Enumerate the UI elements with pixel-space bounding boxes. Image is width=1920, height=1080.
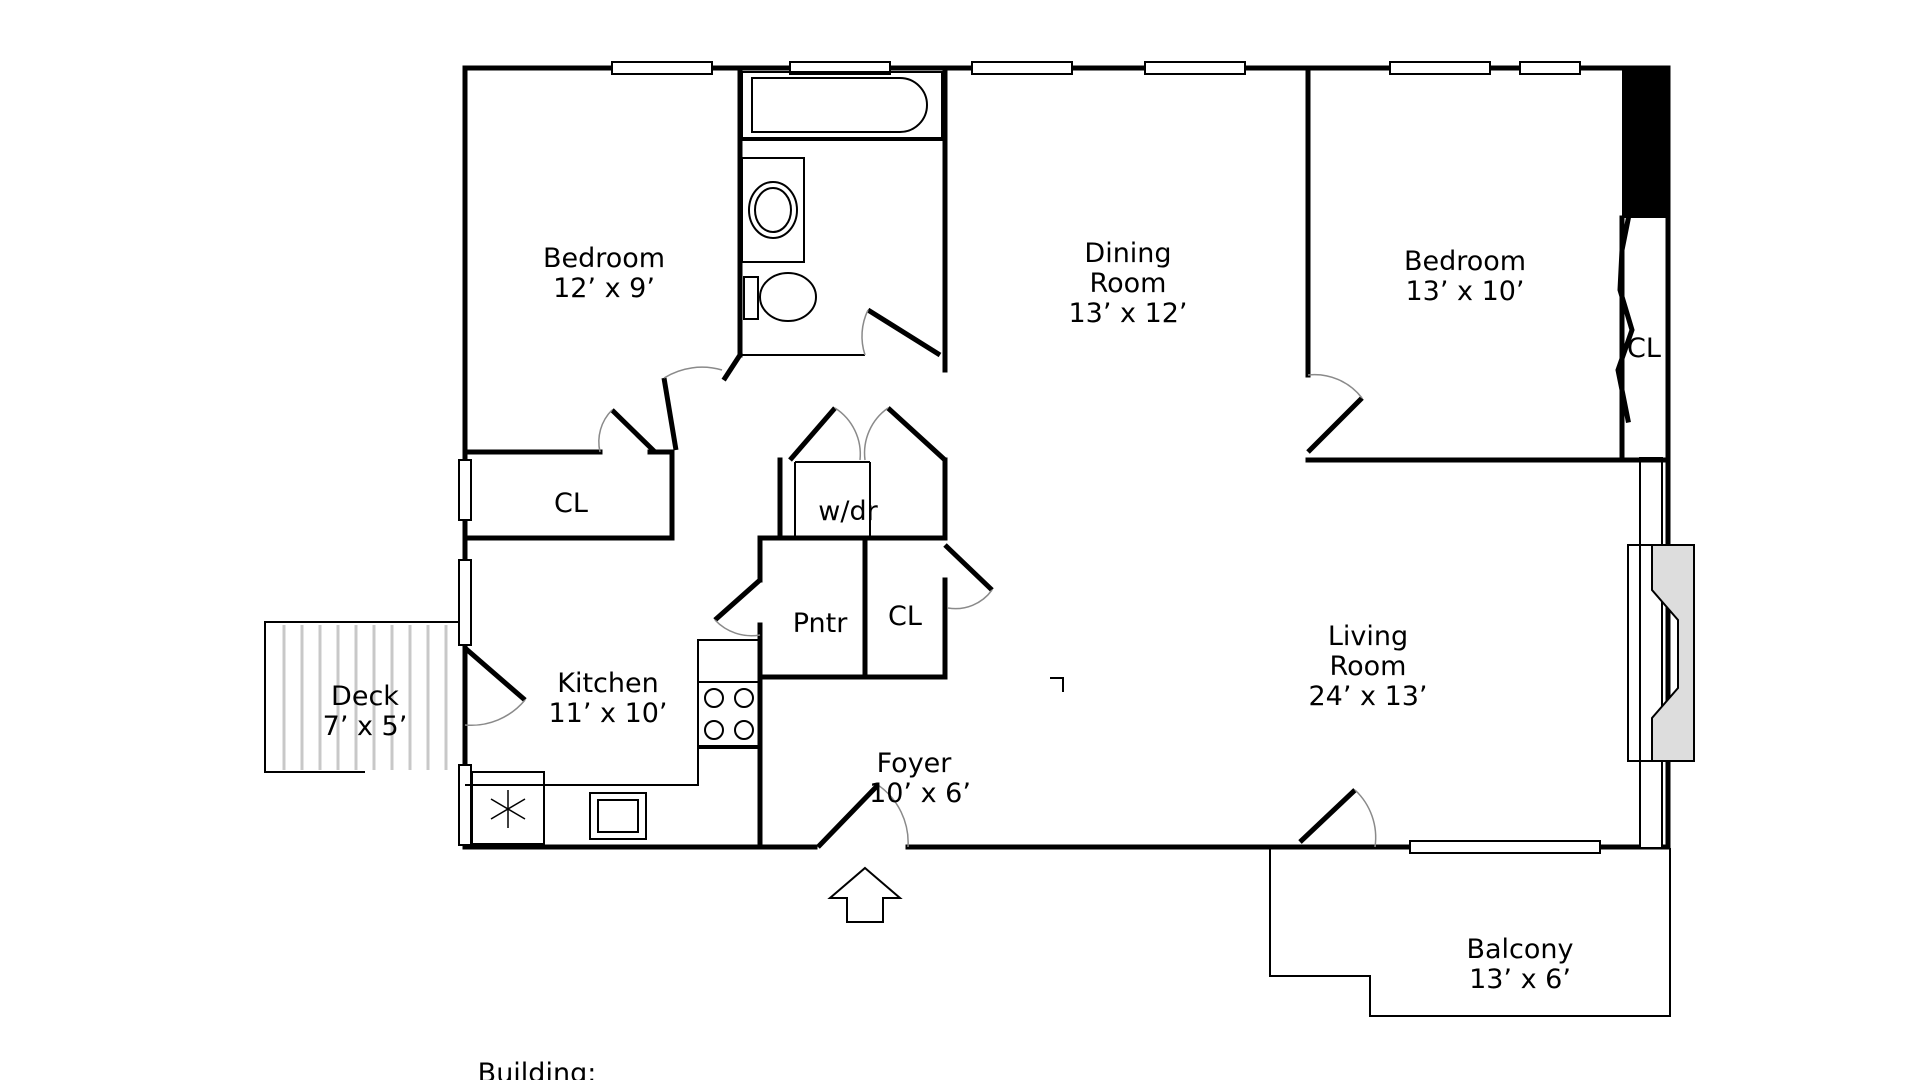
arrow-up-icon[interactable]	[827, 866, 903, 923]
balcony-name: Balcony	[1466, 934, 1573, 965]
closet-mid-label: CL	[888, 601, 922, 632]
pantry-label: Pntr	[793, 608, 849, 639]
closet-left-label: CL	[554, 488, 588, 519]
dining-name-line1: Dining	[1084, 238, 1171, 269]
foyer-name: Foyer	[877, 748, 953, 779]
snowflake-icon	[490, 790, 526, 828]
dining-size: 13’ x 12’	[1068, 298, 1187, 329]
doors	[463, 307, 1377, 849]
foyer-size: 10’ x 6’	[869, 778, 971, 809]
balcony	[1269, 848, 1671, 1017]
building-label: Building:	[478, 1058, 597, 1080]
bedroom2-name: Bedroom	[1404, 246, 1526, 277]
kitchen-name: Kitchen	[557, 668, 658, 699]
living-size: 24’ x 13’	[1308, 681, 1427, 712]
dining-name-line2: Room	[1090, 268, 1167, 299]
interior-walls	[462, 65, 1671, 850]
deck-size: 7’ x 5’	[323, 711, 408, 742]
balcony-size: 13’ x 6’	[1469, 964, 1571, 995]
kitchen-size: 11’ x 10’	[548, 698, 667, 729]
fixtures	[471, 71, 1695, 845]
closet-right-label: CL	[1627, 333, 1661, 364]
deck-name: Deck	[331, 681, 399, 712]
bedroom2-size: 13’ x 10’	[1405, 276, 1524, 307]
living-name-line2: Room	[1330, 651, 1407, 682]
deck	[264, 621, 462, 773]
bedroom1-size: 12’ x 9’	[553, 273, 655, 304]
laundry-label: w/dr	[818, 496, 878, 527]
living-name-line1: Living	[1328, 621, 1408, 652]
windows	[458, 61, 1663, 854]
bedroom1-name: Bedroom	[543, 243, 665, 274]
